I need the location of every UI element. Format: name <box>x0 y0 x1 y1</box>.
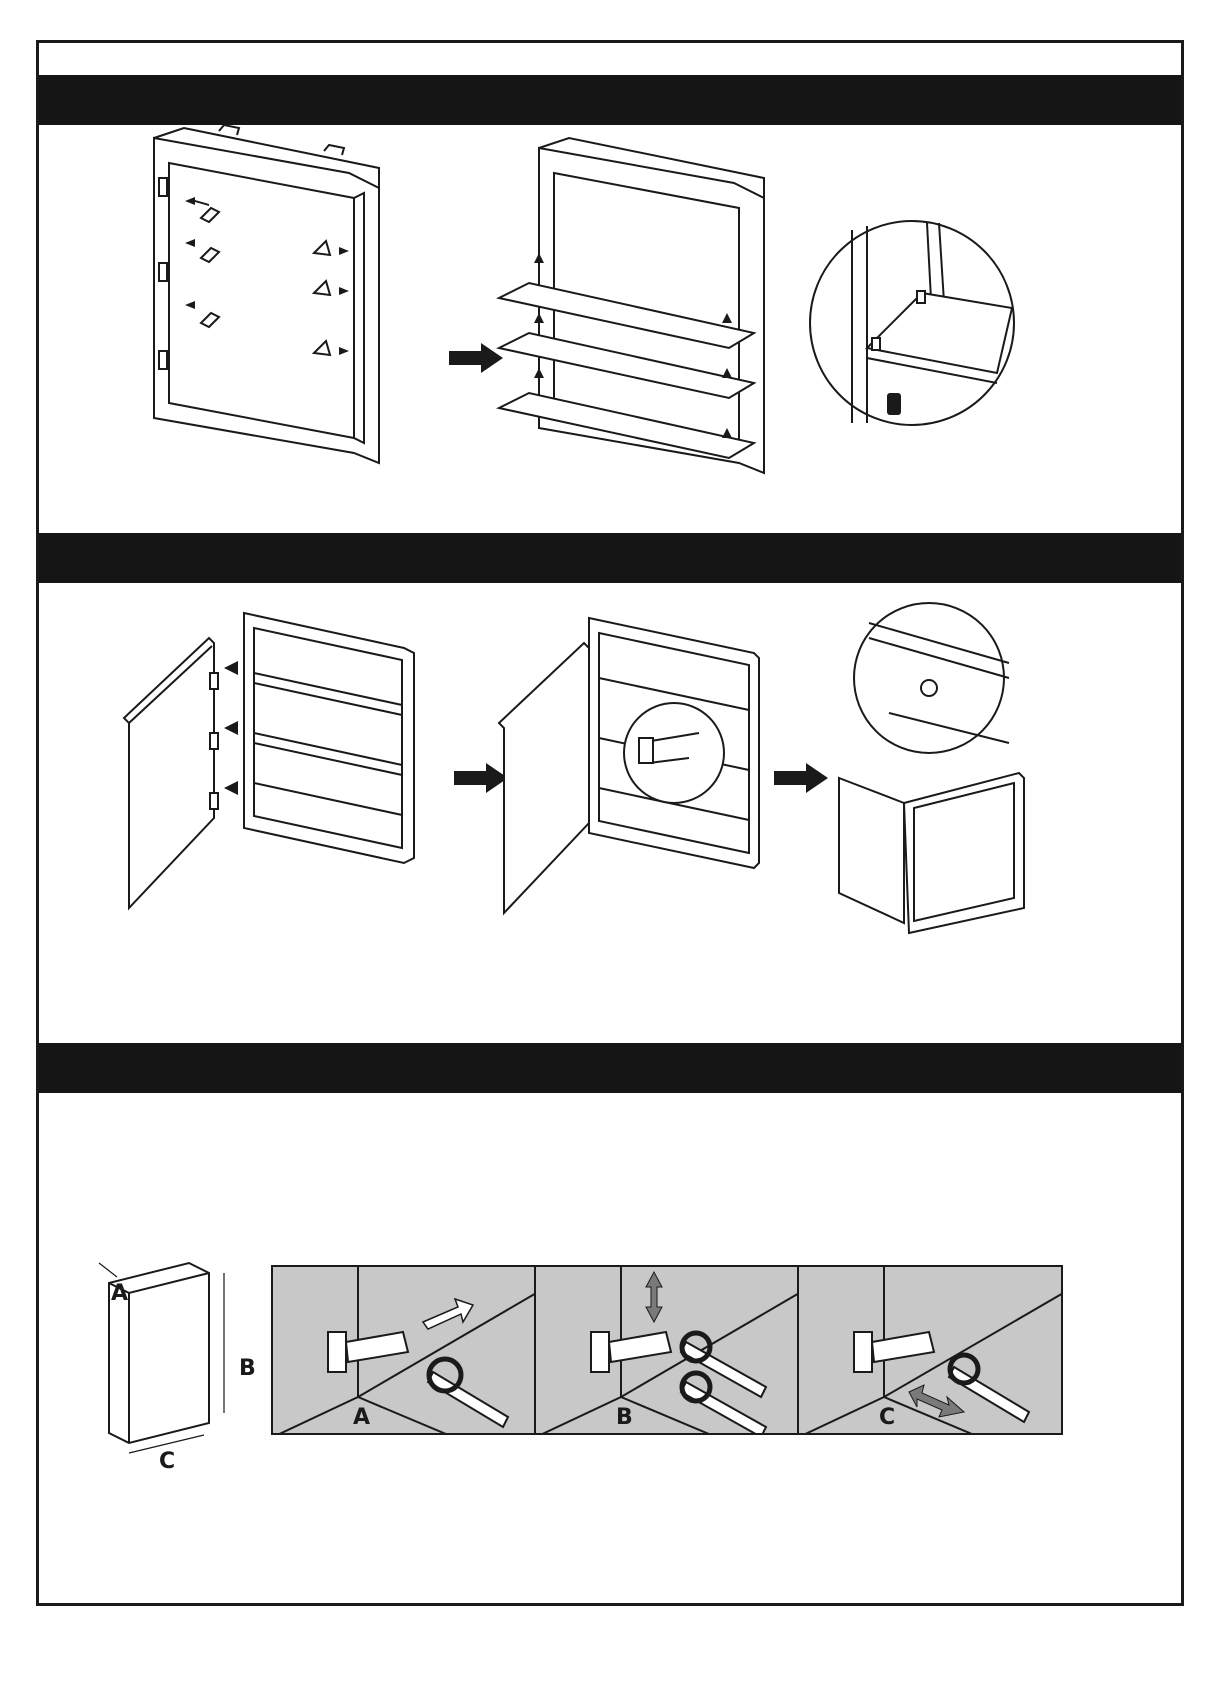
section-2-header-bar <box>39 533 1181 583</box>
dimension-a-label: A <box>111 1283 128 1305</box>
panel-c-label: C <box>879 1407 895 1429</box>
hinge-adjustment-panel-a: A <box>271 1265 536 1435</box>
section-1-header-bar <box>39 75 1181 125</box>
panel-a-label: A <box>353 1407 370 1429</box>
dimension-b-label: B <box>239 1358 256 1380</box>
shelf-clip-detail-circle <box>807 218 1017 428</box>
instruction-sheet: A B C A B <box>36 40 1184 1606</box>
door-attached-cabinet-illustration <box>499 613 799 933</box>
hinge-adjustment-panel-c: C <box>797 1265 1063 1435</box>
door-and-cabinet-illustration <box>124 608 464 928</box>
hinge-adjustment-panel-b: B <box>534 1265 799 1435</box>
right-arrow-1 <box>449 343 503 373</box>
section-3-header-bar <box>39 1043 1181 1093</box>
cabinet-with-clips-illustration <box>149 123 389 473</box>
hinge-detail-and-closed-cabinet-illustration <box>829 603 1039 938</box>
dimension-c-label: C <box>159 1451 175 1473</box>
cabinet-with-shelves-illustration <box>529 133 769 493</box>
right-arrow-3 <box>774 763 828 793</box>
panel-b-label: B <box>616 1407 633 1429</box>
